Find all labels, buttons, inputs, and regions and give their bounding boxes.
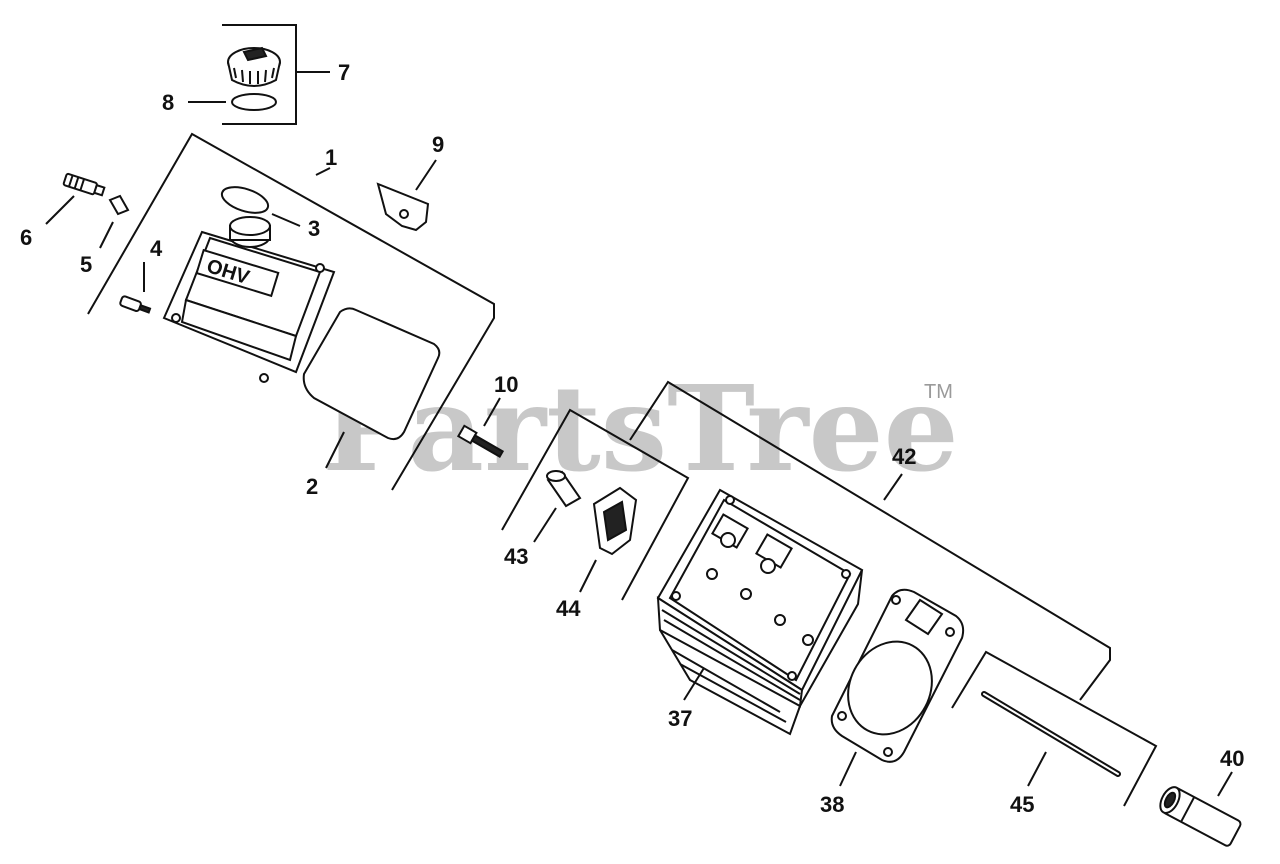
callout-7: 7 (338, 60, 350, 85)
rocker-bracket (501, 408, 690, 601)
callout-1: 1 (325, 145, 337, 170)
valve-cover[interactable]: OHV (162, 216, 336, 383)
rocker-pivot[interactable] (546, 470, 582, 508)
callout-38: 38 (820, 792, 844, 817)
callout-44: 44 (556, 596, 581, 621)
cap-bracket-box (222, 24, 297, 125)
callout-4: 4 (150, 236, 163, 261)
leader-42 (883, 473, 903, 501)
leader-1 (315, 167, 331, 176)
leader-6 (45, 195, 75, 225)
callout-37: 37 (668, 706, 692, 731)
valve-cover-bracket (87, 132, 495, 491)
callout-42: 42 (892, 444, 916, 469)
watermark-trademark: TM (924, 381, 953, 403)
cylinder-head-bracket (629, 380, 1111, 701)
push-rod[interactable] (981, 691, 1121, 777)
stud[interactable] (119, 295, 152, 316)
oil-fill-cap[interactable] (227, 46, 281, 87)
leader-2 (325, 431, 345, 469)
valve-cover-gasket[interactable] (302, 307, 441, 441)
leader-45 (1027, 751, 1047, 787)
leader-3 (271, 213, 301, 227)
bracket-clip[interactable] (376, 182, 430, 232)
callout-5: 5 (80, 252, 92, 277)
leader-10 (483, 397, 501, 427)
grommet[interactable] (108, 194, 130, 216)
callout-8: 8 (162, 90, 174, 115)
callout-3: 3 (308, 216, 320, 241)
cylinder-head[interactable] (656, 488, 864, 736)
leader-38 (839, 751, 857, 787)
leader-37 (683, 667, 705, 701)
callout-45: 45 (1010, 792, 1034, 817)
leader-5 (99, 221, 114, 249)
leader-43 (533, 507, 557, 543)
leader-9 (415, 159, 437, 191)
callout-40: 40 (1220, 746, 1244, 771)
callout-2: 2 (306, 474, 318, 499)
rocker-arm[interactable] (592, 486, 638, 556)
breather-fitting[interactable] (62, 172, 106, 197)
o-ring-cap[interactable] (231, 93, 277, 111)
callout-43: 43 (504, 544, 528, 569)
o-ring-cover[interactable] (219, 182, 271, 218)
leader-40 (1217, 771, 1233, 797)
leader-44 (579, 559, 597, 593)
callout-9: 9 (432, 132, 444, 157)
pushrod-bracket (951, 650, 1158, 807)
push-rod-tube[interactable] (1156, 784, 1242, 847)
callout-6: 6 (20, 225, 32, 250)
screw[interactable] (456, 424, 505, 459)
callout-10: 10 (494, 372, 518, 397)
head-gasket[interactable] (830, 588, 965, 763)
